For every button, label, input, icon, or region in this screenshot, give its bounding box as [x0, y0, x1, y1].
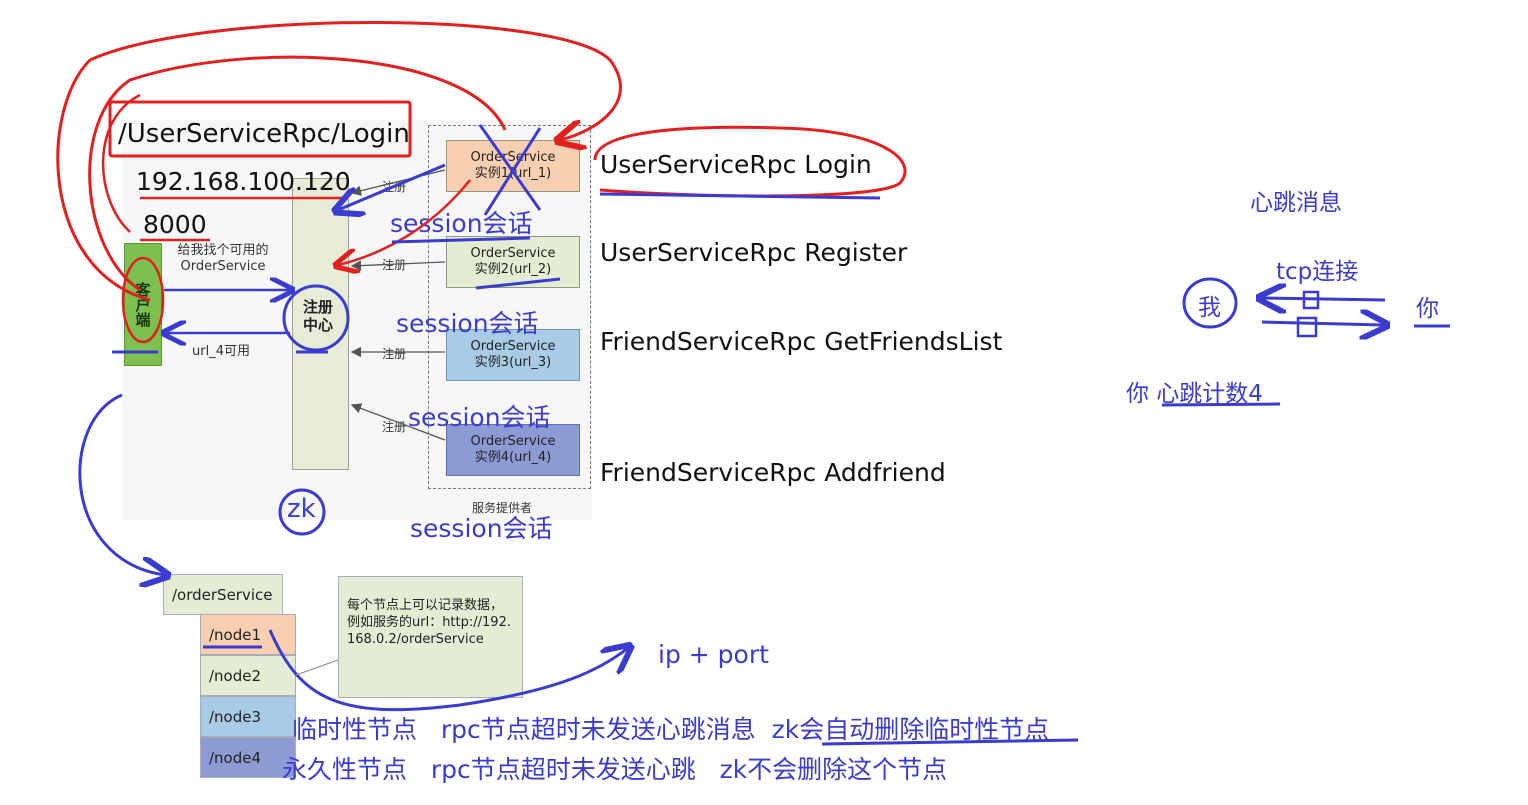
rpc-label-addfriend: FriendServiceRpc Addfriend: [600, 458, 946, 487]
you-label: 你: [1416, 296, 1439, 322]
instance-1-cross-a: [478, 124, 542, 211]
red-loop-inner: [88, 55, 507, 292]
tree-node-label: /node2: [209, 666, 262, 685]
service-name: OrderService: [470, 434, 556, 449]
me-label: 我: [1198, 295, 1221, 321]
tree-root-label: /orderService: [172, 585, 273, 604]
tree-note-text: 每个节点上可以记录数据，例如服务的url：http://192.168.0.2/…: [347, 598, 511, 647]
zk-delete-underline: [821, 738, 1079, 746]
tree-node-3: /node3: [200, 696, 296, 737]
rpc-label-register: UserServiceRpc Register: [600, 238, 908, 267]
heartbeat-title: 心跳消息: [1250, 190, 1342, 216]
url4-available-text: url_4可用: [192, 344, 250, 359]
session-1-underline: [391, 236, 531, 244]
register-label-2: 注册: [382, 258, 407, 272]
client-to-tree-curve: [78, 393, 165, 575]
ip-text: 192.168.100.120: [136, 167, 351, 196]
red-client-circle: [121, 256, 165, 344]
packet-1: [1302, 290, 1320, 310]
client-box: 客户端: [124, 243, 162, 366]
heartbeat-arrow-right: [1261, 322, 1384, 325]
registry-label: 注册中心: [302, 298, 333, 334]
service-instance: 实例4(url_4): [474, 450, 552, 465]
provider-container: [428, 125, 591, 489]
instance-1-cross-b: [483, 127, 542, 216]
register-label-3: 注册: [382, 347, 407, 361]
path-box-outline: [108, 100, 412, 158]
register-arrow-4: [350, 403, 446, 441]
zk-circle: [278, 488, 326, 536]
tree-note: 每个节点上可以记录数据，例如服务的url：http://192.168.0.2/…: [338, 576, 523, 698]
tcp-connection-label: tcp连接: [1276, 259, 1359, 285]
provider-caption: 服务提供者: [472, 501, 533, 515]
service-instance-3: OrderService 实例3(url_3): [446, 329, 580, 381]
blue-arrow-to-registry: [338, 163, 446, 210]
tree-node-2: /node2: [200, 655, 296, 696]
service-instance: 实例2(url_2): [474, 262, 552, 277]
session-label-2: session会话: [396, 309, 539, 338]
persistent-node-text: 永久性节点 rpc节点超时未发送心跳 zk不会删除这个节点: [282, 755, 948, 784]
heartbeat-count: 你 心跳计数4: [1126, 381, 1263, 407]
session-label-3: session会话: [408, 403, 551, 432]
service-name: OrderService: [470, 246, 556, 261]
register-arrow-2: [350, 260, 446, 271]
url2-underline: [475, 277, 561, 290]
heartbeat-arrow-left: [1262, 298, 1386, 300]
me-circle: [1182, 277, 1238, 329]
ip-port-text: ip + port: [658, 640, 769, 669]
note-connector: [295, 659, 339, 676]
node1-to-ipport-curve: [268, 629, 628, 712]
red-loop-middle: [101, 93, 141, 233]
tree-node-label: /node1: [209, 625, 262, 644]
registry-circle: [282, 284, 350, 352]
service-instance-4: OrderService 实例4(url_4): [446, 424, 580, 476]
red-login-loop: [593, 125, 907, 198]
ephemeral-node-text: 临时性节点 rpc节点超时未发送心跳消息 zk会自动删除临时性节点: [292, 715, 1050, 744]
login-underline: [599, 192, 881, 200]
service-instance: 实例3(url_3): [474, 355, 552, 370]
service-instance-2: OrderService 实例2(url_2): [446, 236, 580, 288]
service-name: OrderService: [470, 150, 556, 165]
tree-node-label: /node4: [209, 748, 262, 767]
rpc-label-getfriendslist: FriendServiceRpc GetFriendsList: [600, 327, 1003, 356]
find-order-service-text: 给我找个可用的OrderService: [177, 243, 269, 274]
red-arrow-to-registry: [338, 179, 471, 265]
path-text: /UserServiceRpc/Login: [118, 119, 410, 149]
packet-2: [1296, 316, 1318, 338]
client-label: 客户端: [133, 282, 152, 327]
session-label-4: session会话: [410, 514, 553, 543]
zk-label: zk: [287, 494, 316, 524]
tree-node-4: /node4: [200, 737, 296, 778]
heartbeat-count-underline: [1161, 402, 1281, 407]
tree-node-label: /node3: [209, 707, 262, 726]
port-text: 8000: [143, 210, 207, 239]
rpc-label-login: UserServiceRpc Login: [600, 150, 872, 179]
service-name: OrderService: [470, 339, 556, 354]
red-loop-outer: [56, 21, 622, 302]
register-arrow-1: [350, 169, 446, 196]
tree-root: /orderService: [163, 574, 283, 615]
